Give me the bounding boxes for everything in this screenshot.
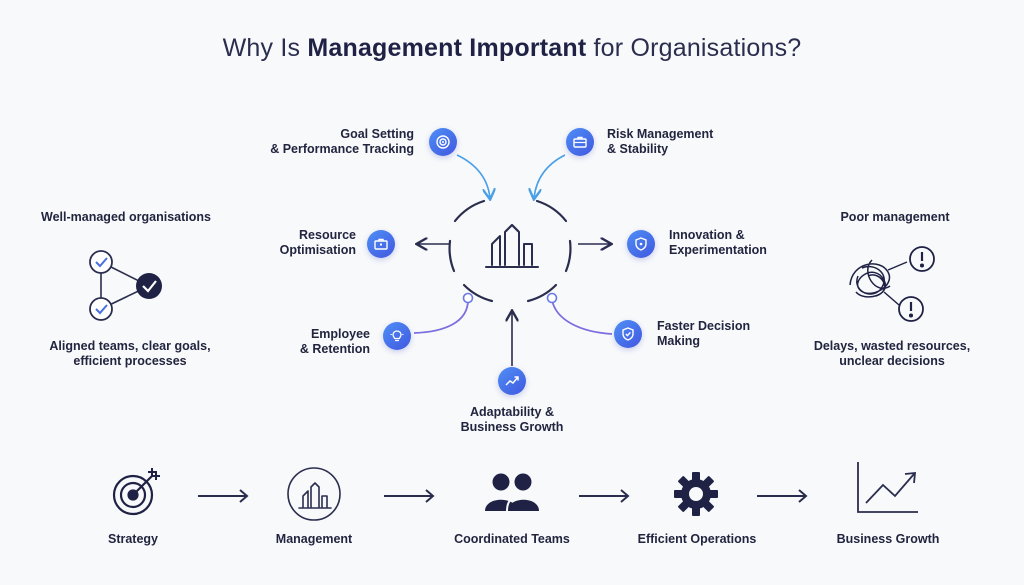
page-title: Why Is Management Important for Organisa… xyxy=(0,34,1024,63)
employee-label: Employee& Retention xyxy=(299,327,370,356)
hub-building-chart-icon xyxy=(485,224,539,268)
title-prefix: Why Is xyxy=(222,34,308,62)
growth-chart-icon xyxy=(857,462,918,513)
flow-step-management: Management xyxy=(275,532,353,546)
flow-arrows xyxy=(198,489,808,503)
risk-connector xyxy=(534,154,566,198)
target-icon xyxy=(429,128,457,156)
left-panel-caption: Aligned teams, clear goals,efficient pro… xyxy=(49,339,211,368)
goal-label: Goal Setting& Performance Tracking xyxy=(270,127,414,156)
risk-label: Risk Management& Stability xyxy=(607,127,714,156)
goal-connector xyxy=(456,154,490,198)
flow-step-coordinated-teams: Coordinated Teams xyxy=(454,532,570,546)
shield-icon xyxy=(627,230,655,258)
innovation-label: Innovation &Experimentation xyxy=(669,228,767,257)
shield-check-icon xyxy=(614,320,642,348)
people-icon xyxy=(485,473,539,512)
connected-checks-graphic xyxy=(89,250,162,321)
right-panel-heading: Poor management xyxy=(840,210,950,224)
hub-ring xyxy=(448,199,572,303)
briefcase-icon xyxy=(566,128,594,156)
target-arrow-icon xyxy=(112,468,160,516)
flow-step-business-growth: Business Growth xyxy=(836,532,940,546)
flow-step-strategy: Strategy xyxy=(107,532,159,546)
trend-up-icon xyxy=(498,367,526,395)
left-panel-heading: Well-managed organisations xyxy=(41,210,211,224)
gear-icon xyxy=(674,472,718,516)
tangled-warning-graphic xyxy=(849,246,935,322)
management-building-icon xyxy=(287,467,341,521)
toolbox-icon xyxy=(367,230,395,258)
adaptability-label: Adaptability &Business Growth xyxy=(460,405,564,434)
lightbulb-icon xyxy=(383,322,411,350)
title-bold: Management Important xyxy=(307,34,587,62)
right-panel-caption: Delays, wasted resources,unclear decisio… xyxy=(813,339,971,368)
title-suffix: for Organisations? xyxy=(586,34,802,62)
decision-connector xyxy=(551,299,613,335)
flow-step-efficient-operations: Efficient Operations xyxy=(637,532,757,546)
employee-connector xyxy=(413,299,469,334)
